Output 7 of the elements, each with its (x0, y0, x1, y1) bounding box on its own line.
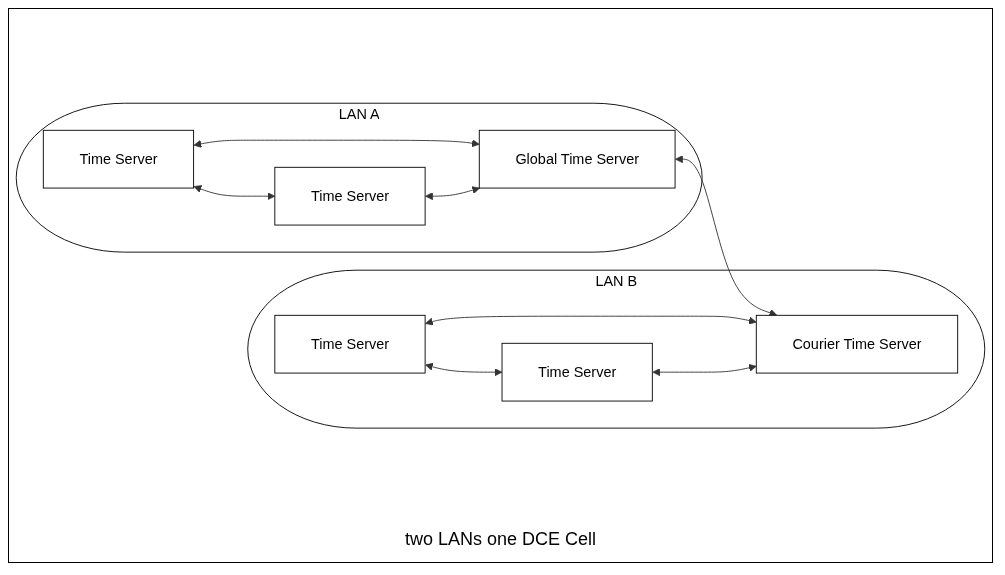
node-box: Courier Time Server (755, 315, 959, 374)
caption: two LANs one DCE Cell (404, 529, 597, 550)
node-box: Global Time Server (478, 130, 676, 189)
node-box: Time Server (274, 167, 426, 226)
node-box: Time Server (501, 343, 653, 402)
node-box: Time Server (274, 315, 426, 374)
node-box: Time Server (42, 130, 195, 189)
